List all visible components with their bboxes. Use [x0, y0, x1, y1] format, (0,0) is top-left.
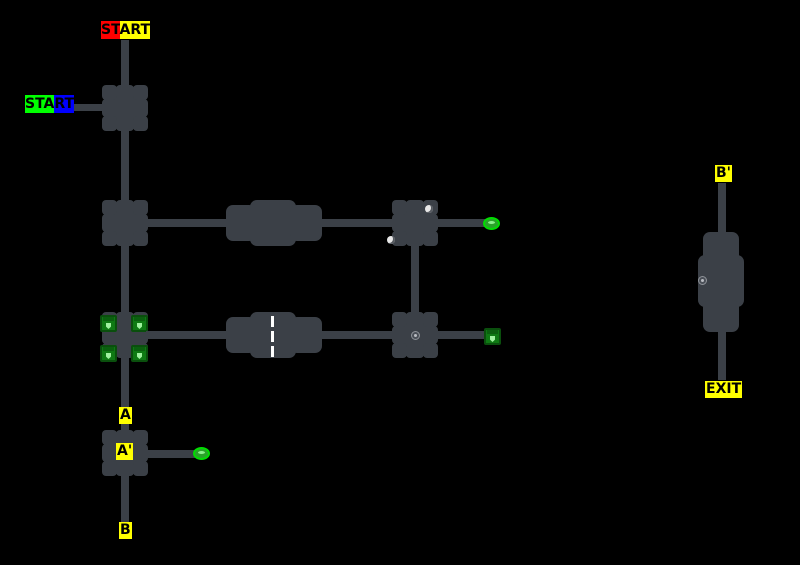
door-dash-top [271, 316, 274, 327]
junction-bump-top-left [102, 200, 117, 215]
junction-upper-east[interactable] [392, 200, 438, 246]
corridor-a-vertical [121, 356, 129, 439]
junction-bump-bottom-right [423, 343, 438, 358]
label-a-prime: A' [116, 443, 134, 460]
corridor-start-left-stub [62, 104, 107, 111]
junction-bump-bottom-right [133, 461, 148, 476]
corridor-lower-west-link [146, 331, 226, 339]
circle-marker-exit-room[interactable] [698, 276, 707, 285]
junction-bump-top-left [102, 430, 117, 445]
corridor-b-prime-vertical [718, 183, 726, 236]
corridor-lower-east-link [320, 331, 395, 339]
corridor-east-vertical [411, 243, 419, 328]
item-green-badge-se[interactable] [131, 345, 148, 362]
room-exit-seg-bottom [703, 300, 739, 332]
pin-marker-upper-east-top [425, 205, 433, 213]
door-dash-bottom [271, 346, 274, 357]
junction-start[interactable] [102, 85, 148, 131]
junction-bump-top-left [102, 85, 117, 100]
label-b: B [119, 522, 132, 539]
corridor-b-vertical [121, 474, 129, 532]
label-a: A [119, 407, 132, 424]
junction-bump-top-left [392, 312, 407, 327]
label-b-prime: B' [715, 165, 732, 182]
corridor-lower-badge-stub [436, 331, 486, 339]
room-upper-seg-right [290, 205, 322, 241]
item-green-badge-ne[interactable] [131, 315, 148, 332]
label-start-left-part-a: STA [25, 95, 55, 113]
junction-upper-west[interactable] [102, 200, 148, 246]
room-upper-seg-mid [250, 200, 296, 246]
circle-marker-lower-east[interactable] [411, 331, 420, 340]
item-green-ring-lower[interactable] [193, 447, 210, 460]
pin-marker-upper-east-bottom [387, 236, 395, 244]
label-start-left-part-b: RT [54, 95, 75, 113]
corridor-upper-east-link [320, 219, 395, 227]
junction-bump-bottom-left [102, 461, 117, 476]
door-dash-mid [271, 331, 274, 342]
item-green-badge-east[interactable] [484, 328, 501, 345]
item-green-ring-upper[interactable] [483, 217, 500, 230]
corridor-upper-ring-stub [436, 219, 486, 227]
corridor-exit-vertical [718, 328, 726, 380]
item-green-badge-sw[interactable] [100, 345, 117, 362]
label-exit: EXIT [705, 381, 743, 398]
label-start-top-part-b: ART [119, 21, 151, 39]
junction-bump-top-right [423, 312, 438, 327]
junction-bump-bottom-left [102, 116, 117, 131]
junction-bump-bottom-left [392, 343, 407, 358]
junction-bump-top-left [392, 200, 407, 215]
corridor-upper-west-link [146, 219, 226, 227]
room-lower-seg-right [290, 317, 322, 353]
junction-bump-bottom-left [392, 231, 407, 246]
junction-bump-bottom-right [133, 231, 148, 246]
junction-bump-bottom-right [423, 231, 438, 246]
junction-bump-top-right [133, 200, 148, 215]
junction-bump-bottom-right [133, 116, 148, 131]
junction-bump-top-right [133, 430, 148, 445]
corridor-a-prime-ring-stub [146, 450, 196, 458]
label-start-top: START [101, 21, 151, 39]
junction-bump-bottom-left [102, 231, 117, 246]
corridor-west-vertical [121, 243, 129, 315]
junction-bump-top-right [133, 85, 148, 100]
item-green-badge-nw[interactable] [100, 315, 117, 332]
label-start-left: START [25, 95, 75, 113]
label-start-top-part-a: ST [101, 21, 120, 39]
